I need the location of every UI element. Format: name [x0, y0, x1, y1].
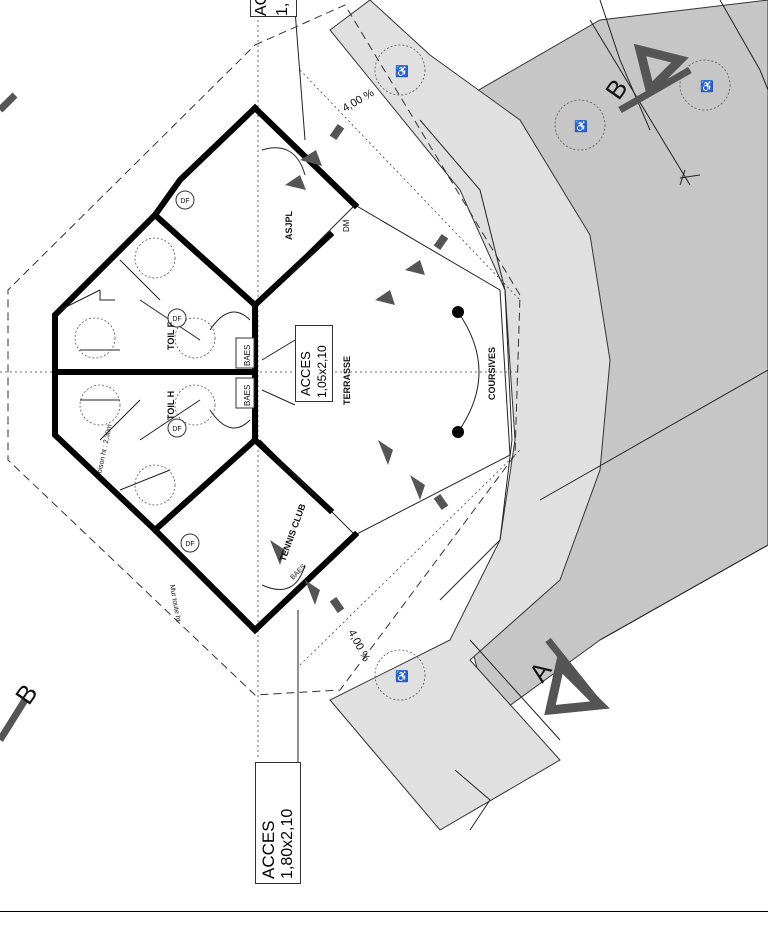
note-mur: Mur toute ht [168, 584, 181, 622]
roof-outline [7, 4, 521, 696]
callout-top: AC 1, [250, 0, 297, 17]
note-cloison: Cloison ht : 2,30m [95, 424, 114, 481]
svg-text:♿: ♿ [700, 80, 714, 93]
arrow-icon [270, 123, 449, 614]
svg-text:♿: ♿ [574, 120, 588, 133]
room-toil-h: TOIL H [166, 391, 176, 420]
callout-bottom: ACCES 1,80x2,10 [255, 762, 301, 884]
coursives-arc [457, 311, 480, 433]
accessible-parking-icon: ♿ ♿ ♿ ♿ [395, 65, 714, 683]
callout-top-dim: 1, [274, 2, 291, 16]
section-b-label-left: B [9, 678, 44, 709]
room-tennis-club: TENNIS CLUB [277, 502, 307, 563]
df-symbol-toil-h: DF [172, 426, 181, 433]
baes-symbol-lower: BAES [243, 385, 252, 406]
room-toil-f: TOIL F [166, 321, 176, 350]
walkway [329, 0, 611, 831]
baes-symbol-upper: BAES [243, 345, 252, 366]
callout-top-dim-wrap: 1, [274, 0, 291, 16]
room-coursives: COURSIVES [487, 347, 497, 400]
room-asjpl: ASJPL [284, 210, 294, 240]
callout-mid-title: ACCES [298, 351, 313, 396]
column-icon [452, 426, 464, 438]
df-symbol-asjpl: DF [180, 198, 189, 205]
column-icon [452, 306, 464, 318]
callout-mid-dim: 1,05x2,10 [315, 345, 329, 398]
callout-top-title: AC [253, 0, 270, 16]
callout-bottom-dim: 1,80x2,10 [279, 808, 296, 879]
slope-bottom: 4,00 % [345, 628, 372, 664]
room-terrasse: TERRASSE [342, 356, 352, 405]
callout-mid: ACCES 1,05x2,10 [295, 325, 333, 402]
dm-symbol: DM [342, 219, 351, 232]
df-symbol-tennis: DF [185, 541, 194, 548]
callout-top-text: AC [253, 0, 270, 16]
callout-bottom-title: ACCES [259, 820, 278, 879]
terrace-outline [259, 204, 511, 536]
slope-top: 4,00 % [341, 87, 377, 115]
svg-text:♿: ♿ [395, 65, 409, 78]
svg-text:♿: ♿ [395, 670, 409, 683]
page-bottom-rule [0, 911, 768, 912]
df-symbol-toil-f: DF [172, 316, 181, 323]
section-marker-icon [0, 43, 692, 742]
fixtures [74, 44, 731, 701]
